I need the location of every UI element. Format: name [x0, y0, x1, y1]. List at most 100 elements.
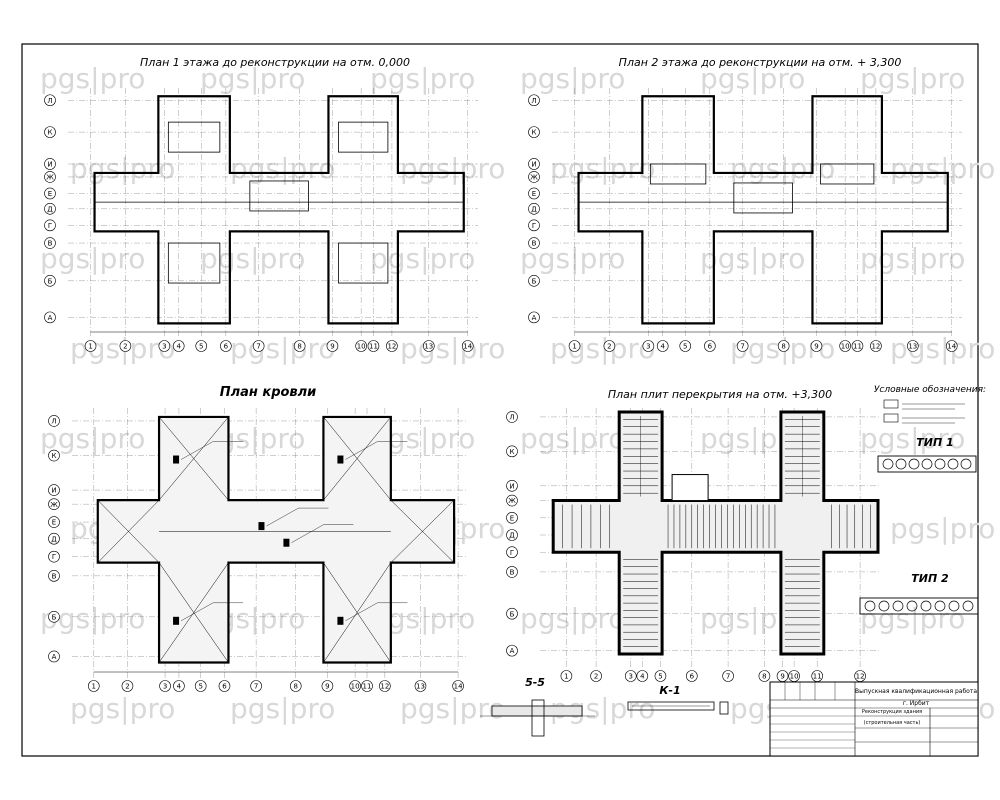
legend-title: Условные обозначения: [874, 385, 986, 395]
axis-bubble [560, 670, 573, 682]
watermark-text: pgs|pro [890, 152, 995, 185]
axis-col-label: 10 [790, 673, 799, 681]
axis-row-label: Г [510, 549, 514, 557]
axis-bubble [48, 550, 60, 563]
axis-col-label: 1 [88, 343, 92, 351]
watermark-text: pgs|pro [40, 62, 145, 95]
axis-col-label: 3 [162, 343, 166, 351]
axis-row-label: Л [51, 418, 56, 426]
axis-bubble [414, 680, 427, 692]
axis-bubble [252, 340, 265, 352]
axis-col-label: 8 [762, 673, 766, 681]
axis-col-label: 8 [297, 343, 301, 351]
axis-bubble [506, 494, 518, 507]
axis-col-label: 4 [660, 343, 665, 351]
axis-bubble [87, 680, 100, 692]
leader-line [291, 524, 324, 543]
watermark-text: pgs|pro [550, 152, 655, 185]
axis-row-label: И [47, 161, 52, 169]
axis-col-label: 7 [740, 343, 744, 351]
stamp-subtitle-2: (строительная часть) [864, 720, 921, 726]
axis-col-label: 7 [256, 343, 260, 351]
axis-bubble [736, 340, 749, 352]
axis-col-label: 6 [708, 343, 713, 351]
leader-line [345, 441, 378, 460]
axis-bubble [506, 644, 518, 657]
watermark-text: pgs|pro [400, 692, 505, 725]
slab-void [920, 600, 932, 612]
building-outline [577, 95, 949, 325]
axis-bubble [44, 219, 56, 232]
axis-bubble [44, 187, 56, 200]
axis-bubble [48, 650, 60, 663]
roof-ridge [158, 416, 229, 501]
beam-k1 [627, 701, 729, 715]
axis-bubble [506, 546, 518, 559]
axis-col-label: 12 [387, 343, 396, 351]
axis-row-label: Б [48, 277, 53, 285]
axis-row-label: Д [47, 205, 53, 213]
axis-col-label: 5 [683, 343, 687, 351]
axis-bubble [506, 607, 518, 620]
axis-bubble [48, 415, 60, 427]
axis-col-label: 12 [380, 683, 389, 691]
title-block: Выпускная квалификационная работа г. Ирб… [769, 681, 979, 757]
axis-row-label: Б [532, 277, 537, 285]
slab-void [878, 600, 890, 612]
axis-col-label: 1 [92, 683, 96, 691]
axis-bubble [810, 340, 823, 352]
axis-bubble [159, 680, 171, 692]
axis-row-label: Л [47, 97, 52, 105]
axis-col-label: 5 [199, 343, 203, 351]
axis-bubble [386, 340, 398, 352]
roof-drain [337, 616, 344, 625]
axis-bubble [121, 680, 134, 692]
slab-void [960, 458, 972, 470]
axis-col-label: 14 [463, 343, 472, 351]
axis-bubble [461, 340, 474, 352]
roof-ridge [158, 562, 229, 663]
slab-void [934, 458, 946, 470]
axis-bubble [48, 516, 60, 528]
axis-col-label: 4 [177, 683, 182, 691]
roof-drain [173, 616, 180, 625]
type1-label: ТИП 1 [916, 436, 953, 449]
watermark-text: pgs|pro [860, 422, 965, 455]
roof-drain [173, 455, 180, 464]
axis-bubble [379, 680, 391, 692]
axis-row-label: Г [48, 222, 52, 230]
slab-void [962, 600, 974, 612]
axis-col-label: 12 [856, 673, 865, 681]
axis-row-label: В [532, 240, 537, 248]
axis-bubble [452, 680, 464, 692]
watermark-text: pgs|pro [860, 602, 965, 635]
slab-void [934, 600, 946, 612]
axis-bubble [636, 670, 649, 682]
watermark-text: pgs|pro [550, 332, 655, 365]
axis-bubble [48, 532, 60, 545]
watermark-text: pgs|pro [890, 512, 995, 545]
axis-bubble [758, 670, 771, 682]
slab-void [947, 458, 959, 470]
axis-col-label: 2 [125, 683, 129, 691]
axis-col-label: 6 [690, 673, 695, 681]
room-partition [820, 163, 875, 185]
slab-void [895, 458, 907, 470]
slab-title: План плит перекрытия на отм. +3,300 [608, 388, 832, 401]
axis-bubble [44, 94, 56, 107]
axis-row-label: Ж [50, 501, 58, 509]
axis-bubble [528, 219, 540, 232]
axis-col-label: 11 [853, 343, 862, 351]
axis-col-label: 11 [813, 673, 822, 681]
axis-bubble [528, 158, 540, 170]
axis-row-label: Е [48, 190, 52, 198]
axis-bubble [656, 340, 669, 352]
axis-bubble [568, 340, 581, 352]
axis-row-label: К [52, 452, 57, 460]
axis-col-label: 1 [572, 343, 576, 351]
slab-void [864, 600, 876, 612]
watermark-text: pgs|pro [230, 692, 335, 725]
axis-bubble [679, 340, 692, 352]
axis-col-label: 10 [351, 683, 360, 691]
